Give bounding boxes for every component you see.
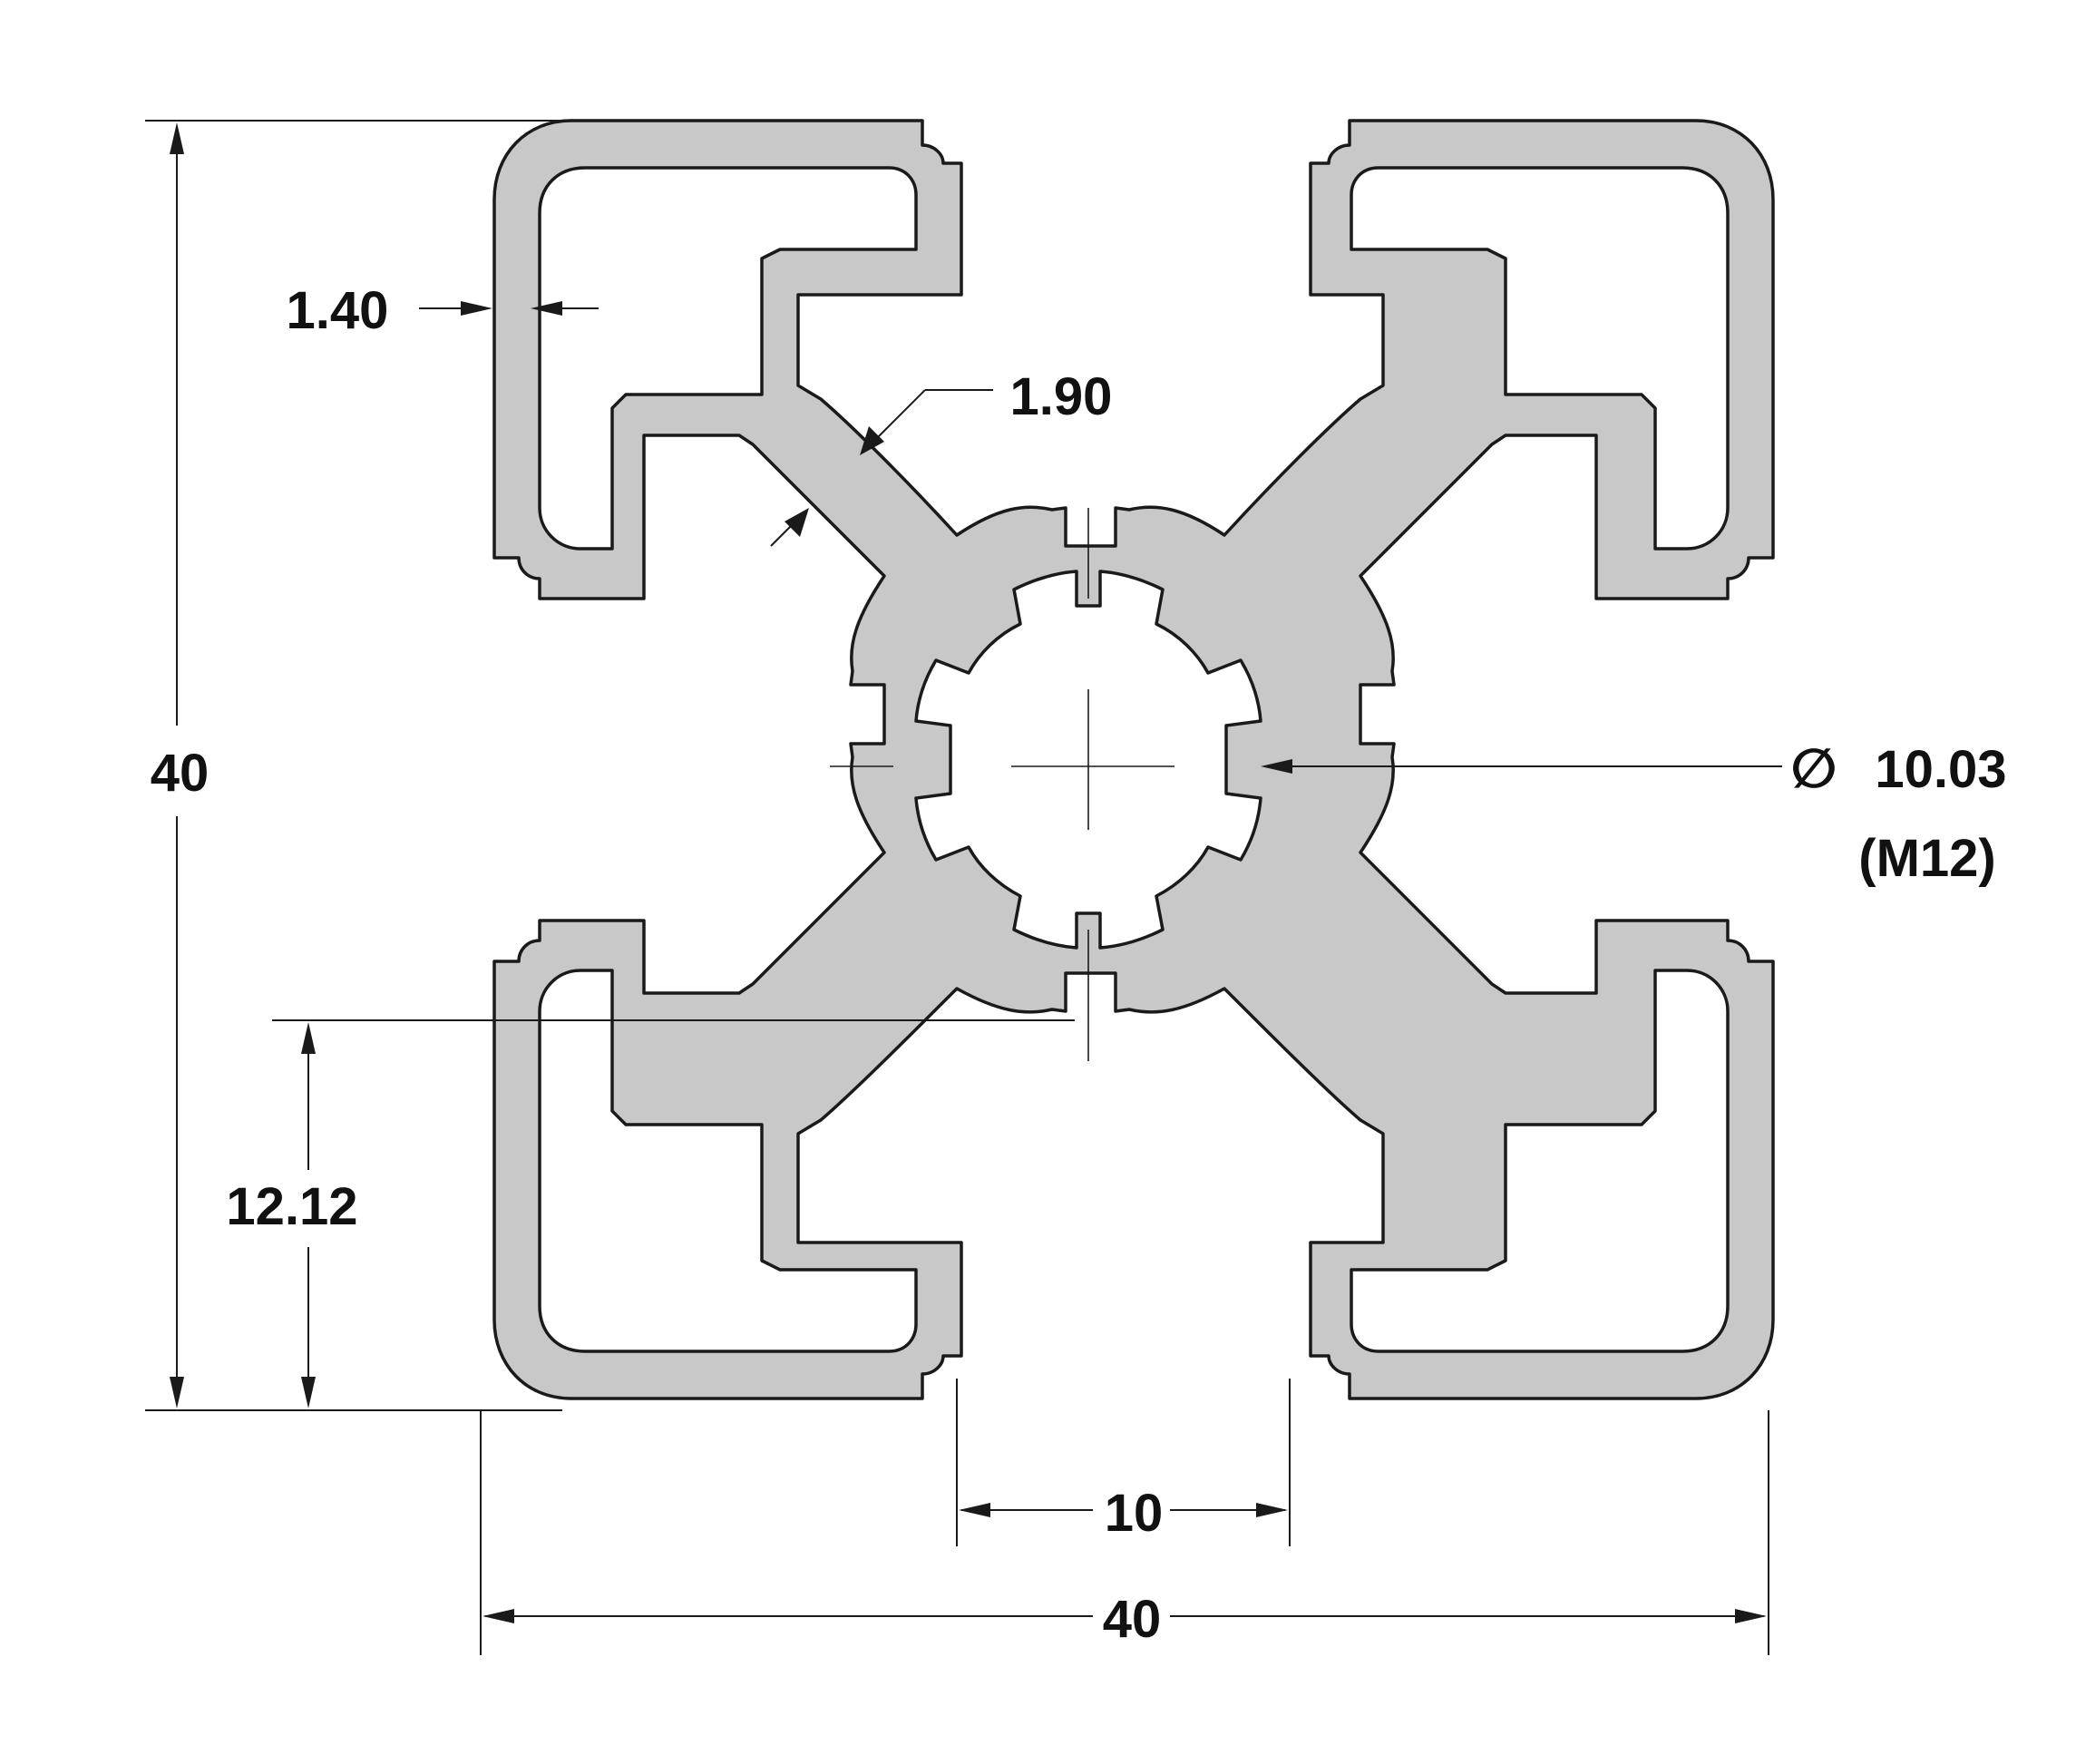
center-bore-label: 10.03 xyxy=(1875,740,2006,799)
leader-line xyxy=(870,389,926,445)
arrowhead xyxy=(531,301,562,316)
arrowhead xyxy=(860,426,884,455)
arrowhead xyxy=(785,508,809,537)
arrowhead xyxy=(1256,1503,1288,1517)
cavity-bottom-right xyxy=(1350,969,1730,1353)
dim-wall-thickness: 1.40 xyxy=(287,281,599,340)
slot-width-label: 10 xyxy=(1105,1484,1164,1543)
profile-cavities xyxy=(538,166,1730,1353)
cavity-top-right xyxy=(1350,166,1730,551)
wall-thickness-label: 1.40 xyxy=(287,281,389,340)
overall-width-label: 40 xyxy=(1103,1590,1162,1649)
diameter-symbol: ∅ xyxy=(1790,738,1837,799)
center-bore-thread-label: (M12) xyxy=(1858,829,1995,888)
arrowhead xyxy=(482,1609,514,1623)
slot-offset-label: 12.12 xyxy=(226,1177,357,1236)
dim-slot-offset: 12.12 xyxy=(226,1019,1075,1408)
dim-center-bore: ∅ 10.03 (M12) xyxy=(1261,738,2007,888)
arrowhead xyxy=(170,122,184,154)
arrowhead xyxy=(170,1377,184,1408)
arrowhead xyxy=(959,1503,990,1517)
cavity-bottom-left xyxy=(538,969,918,1353)
cavity-top-left xyxy=(538,166,918,551)
overall-height-label: 40 xyxy=(151,744,210,803)
arrowhead xyxy=(461,301,492,316)
arrowhead xyxy=(1261,759,1292,774)
dim-web-thickness: 1.90 xyxy=(770,367,1113,547)
arrowhead xyxy=(301,1022,316,1054)
center-lines xyxy=(830,508,1174,1061)
dim-slot-width: 10 xyxy=(956,1379,1291,1546)
arrowhead xyxy=(301,1377,316,1408)
dim-overall-height: 40 xyxy=(145,120,562,1411)
arrowhead xyxy=(1735,1609,1767,1623)
dim-overall-width: 40 xyxy=(480,1410,1769,1655)
web-thickness-label: 1.90 xyxy=(1010,367,1113,426)
